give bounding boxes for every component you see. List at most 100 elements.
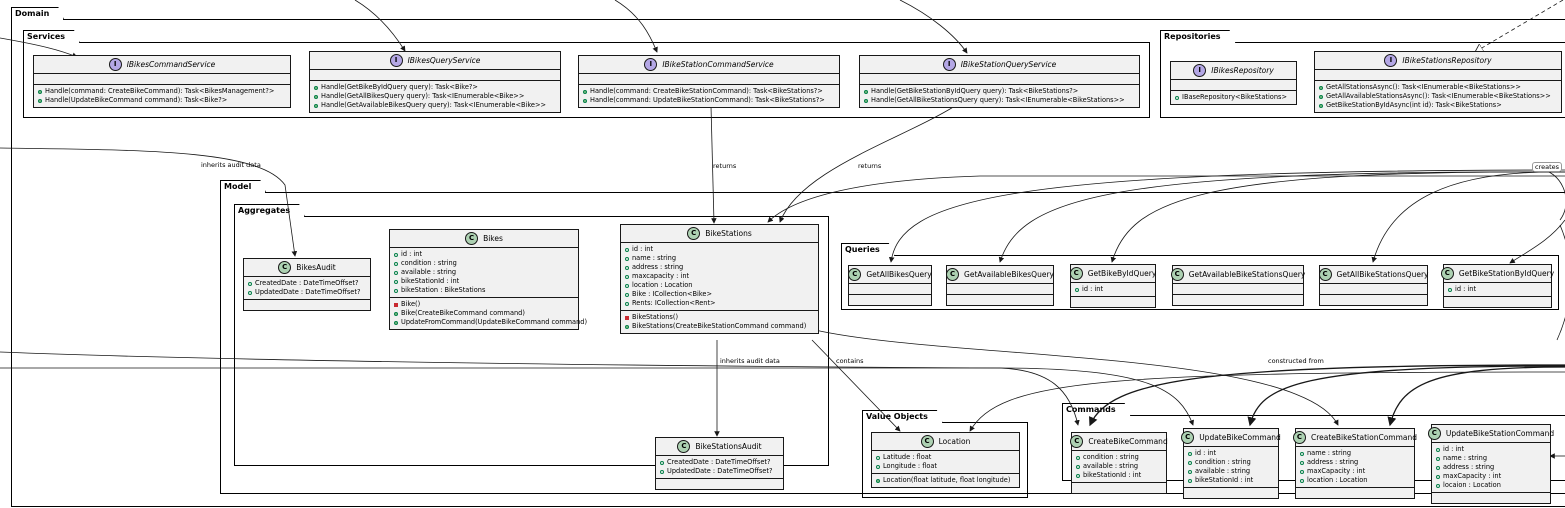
member-text: name : string (1307, 449, 1352, 457)
fields-section (1315, 70, 1561, 81)
class-header: C GetAvailableBikesQuery (946, 266, 1054, 284)
methods-section: Handle(GetBikeStationByIdQuery query): T… (860, 85, 1139, 107)
class-name: CreateBikeStationCommand (1310, 433, 1418, 442)
interface-badge-icon: I (1384, 54, 1398, 67)
member-row: available : string (1188, 467, 1275, 476)
member-row: available : string (1076, 462, 1163, 471)
member-text: maxcapacity : int (632, 272, 690, 280)
member-text: bikeStationId : int (401, 277, 460, 285)
member-row: Location(float latitude, float longitude… (876, 476, 1016, 485)
class-badge-icon: C (1069, 267, 1083, 280)
package-value-objects: Value Objects (862, 422, 1028, 498)
member-text: Handle(UpdateBikeCommand command): Task<… (45, 96, 228, 104)
member-row: name : string (625, 254, 815, 263)
member-text: UpdateFromCommand(UpdateBikeCommand comm… (401, 318, 588, 326)
member-row: bikeStationId : int (1076, 471, 1163, 480)
public-marker-icon (1300, 469, 1304, 474)
public-marker-icon (1188, 478, 1192, 483)
member-row: Handle(command: CreateBikeCommand): Task… (38, 87, 287, 96)
class-badge-icon: C (677, 440, 691, 453)
class-name: BikeStationsAudit (695, 442, 762, 451)
member-row: GetAllStationsAsync(): Task<IEnumerable<… (1319, 83, 1558, 92)
member-text: GetBikeStationByIdAsync(int id): Task<Bi… (1326, 101, 1502, 109)
member-row: BikeStations(CreateBikeStationCommand co… (625, 322, 815, 331)
member-row: Latitude : float (876, 453, 1016, 462)
public-marker-icon (1076, 455, 1080, 460)
public-marker-icon (1188, 460, 1192, 465)
class-badge-icon: C (1181, 431, 1195, 444)
public-marker-icon (1175, 95, 1179, 100)
public-marker-icon (394, 261, 398, 266)
member-text: BikeStations() (632, 313, 679, 321)
class-badge-icon: C (1440, 267, 1454, 280)
private-marker-icon (394, 302, 398, 307)
member-text: Handle(GetBikeByIdQuery query): Task<Bik… (321, 83, 478, 91)
edge-to-ibike-station-command-service (614, 0, 658, 53)
member-row: Bike : ICollection<Bike> (625, 290, 815, 299)
public-marker-icon (1436, 483, 1440, 488)
member-text: Rents: ICollection<Rent> (632, 299, 716, 307)
member-text: id : int (632, 245, 654, 253)
package-model: Model (220, 192, 1565, 494)
edge-left-to-updatebikecommand (0, 367, 1194, 426)
member-text: address : string (632, 263, 684, 271)
class-name: GetAvailableBikesQuery (964, 270, 1054, 279)
member-row: address : string (625, 263, 815, 272)
interface-badge-icon: I (1193, 64, 1207, 77)
class-badge-icon: C (946, 268, 960, 281)
member-text: id : int (1195, 449, 1217, 457)
member-text: Handle(command: CreateBikeCommand): Task… (45, 87, 275, 95)
methods-section (656, 479, 783, 489)
member-text: Bike(CreateBikeCommand command) (401, 309, 525, 317)
label-returns-2: returns (858, 162, 882, 170)
class-name: GetAllBikesQuery (866, 270, 932, 279)
member-text: bikeStationId : int (1083, 471, 1142, 479)
interface-badge-icon: I (942, 58, 956, 71)
member-row: UpdateFromCommand(UpdateBikeCommand comm… (394, 318, 587, 327)
public-marker-icon (625, 292, 629, 297)
member-row: id : int (625, 245, 815, 254)
edge-creates-getallbikestations (1371, 171, 1565, 263)
package-domain: Domain (11, 19, 1565, 507)
member-text: Handle(command: UpdateBikeStationCommand… (590, 96, 825, 104)
methods-section (244, 300, 370, 310)
fields-section: id : int (1071, 283, 1155, 297)
member-row: location : Location (1300, 476, 1411, 485)
member-row: bikeStationId : int (394, 277, 575, 286)
public-marker-icon (1075, 287, 1079, 292)
edge-contains (811, 339, 901, 432)
class-get-available-bikes-query[interactable]: C GetAvailableBikesQuery (946, 265, 1054, 306)
interface-badge-icon: I (644, 58, 658, 71)
fields-section (849, 284, 931, 295)
methods-section (947, 295, 1053, 305)
label-returns-1: returns (713, 162, 737, 170)
fields-section (947, 284, 1053, 295)
